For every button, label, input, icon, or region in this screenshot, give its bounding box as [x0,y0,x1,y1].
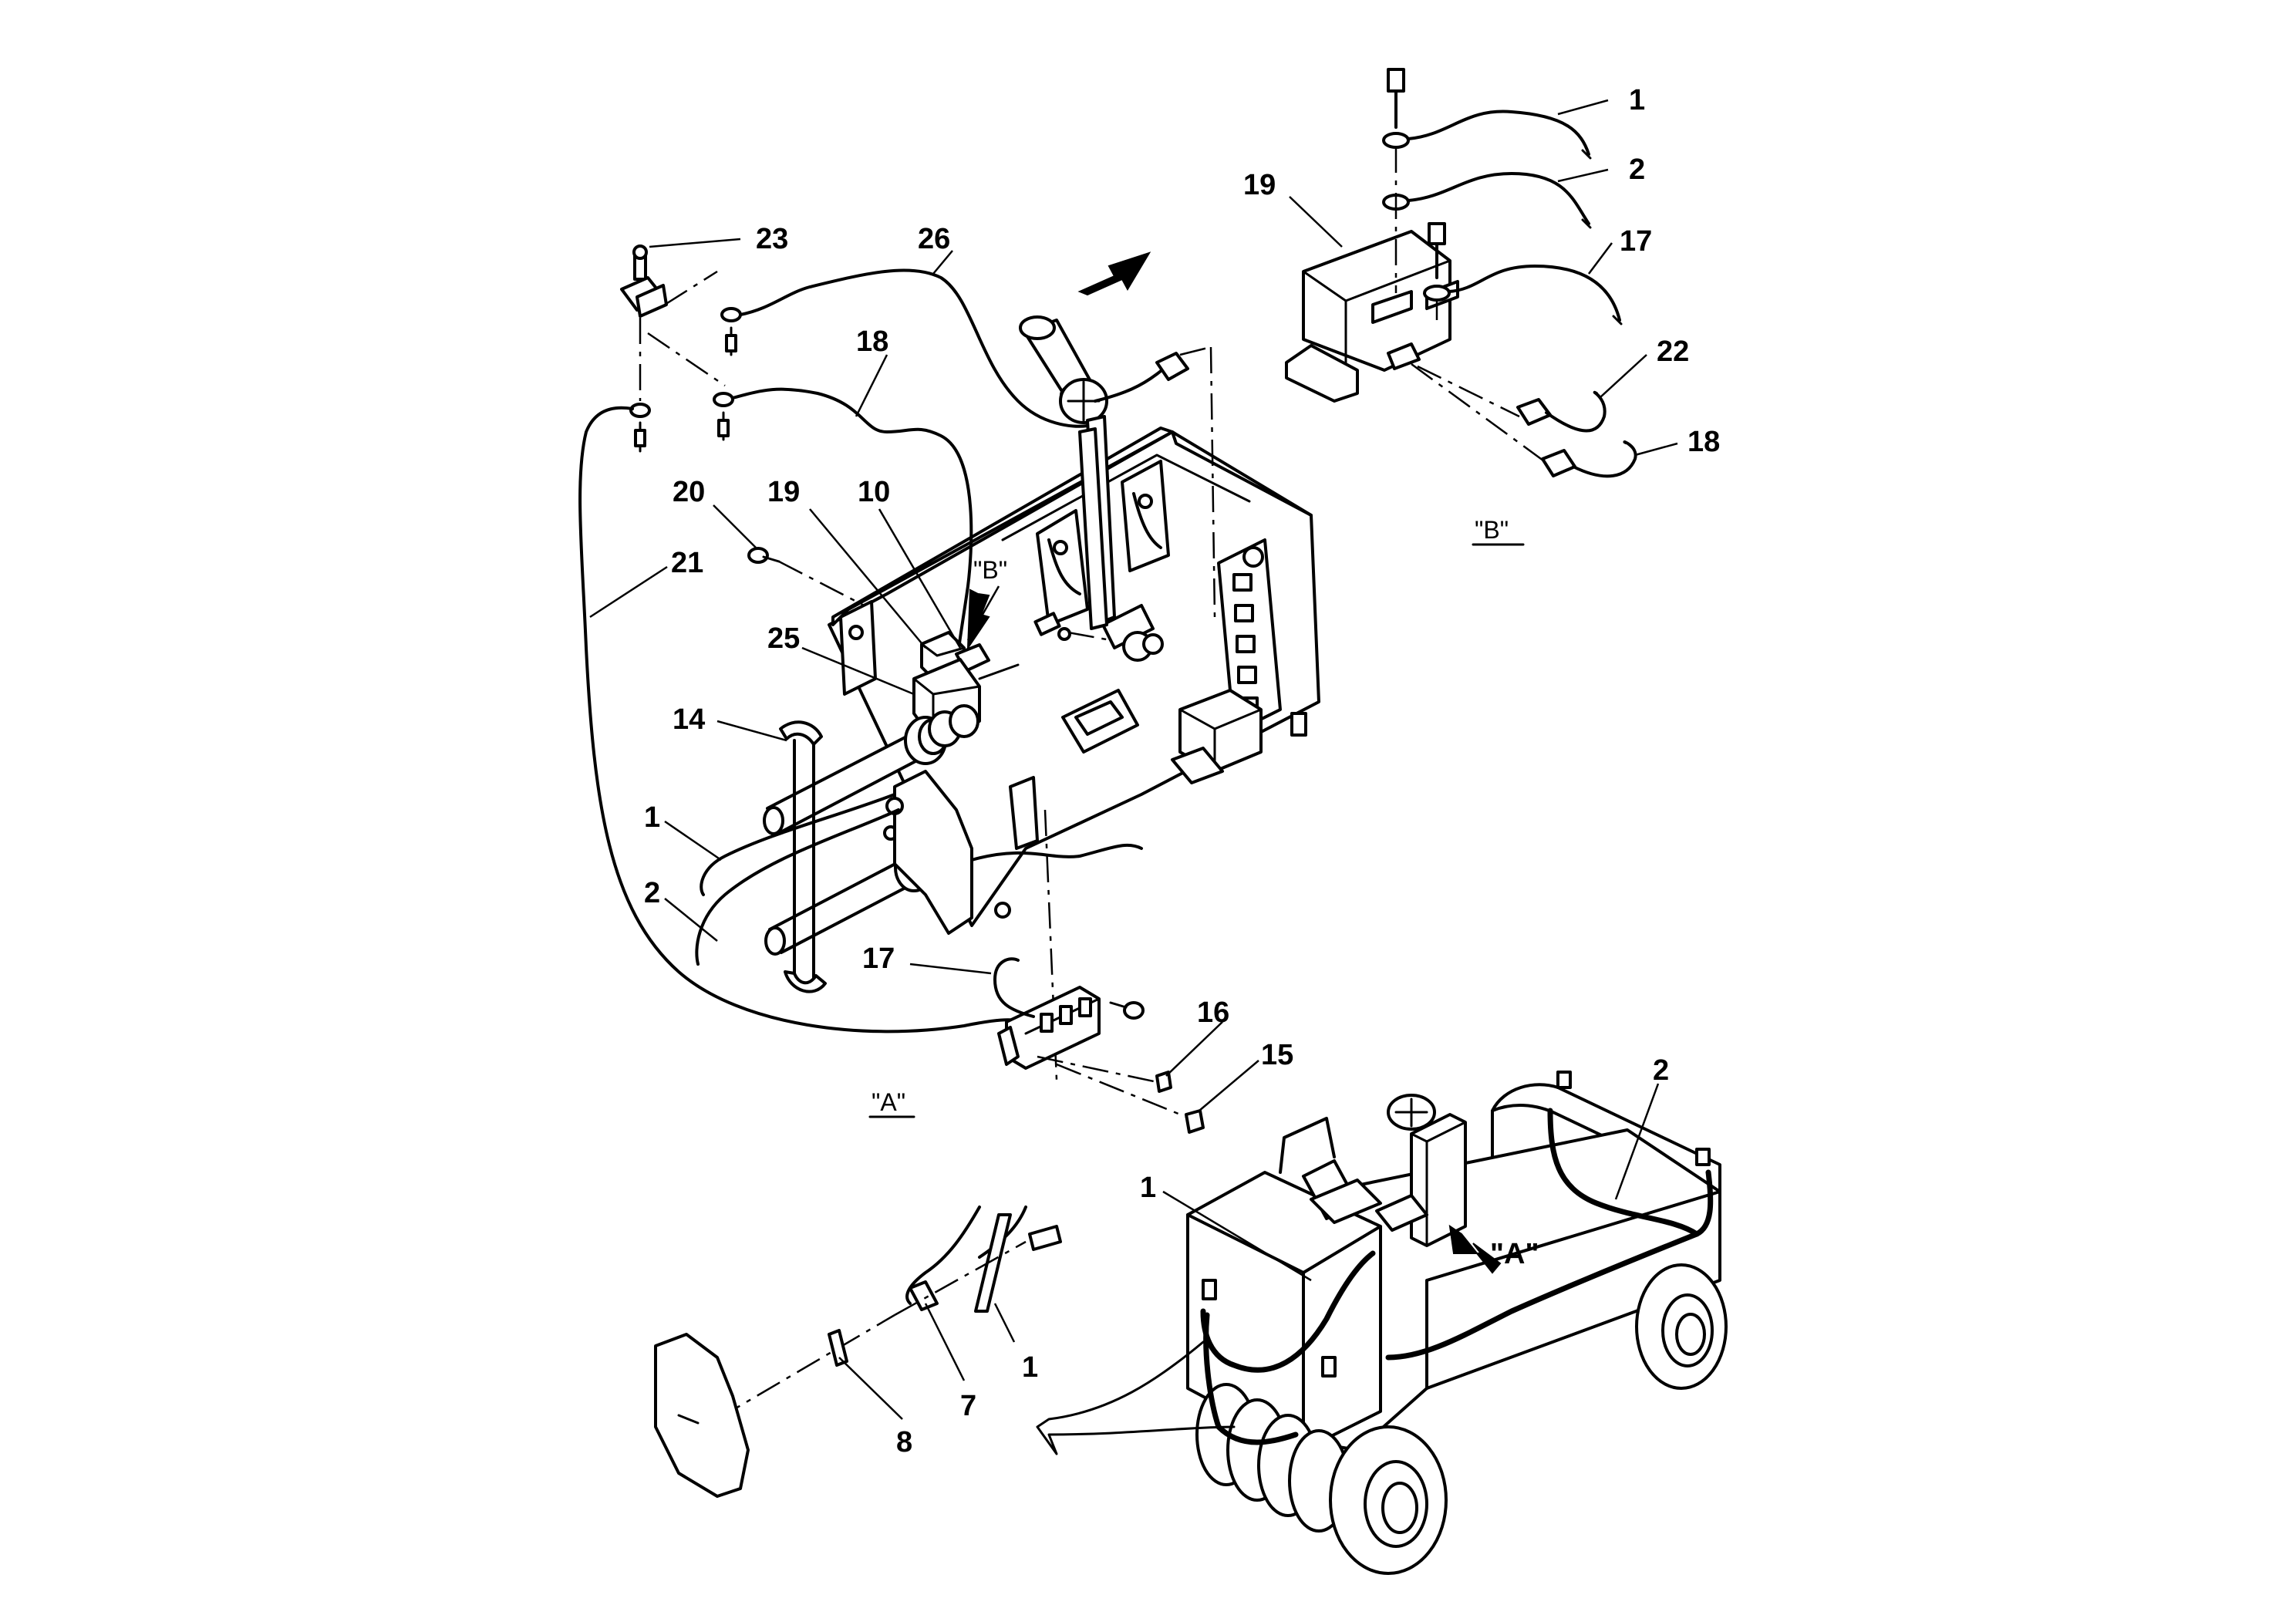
callout-17-b: 17 [1620,225,1652,258]
callout-17-a: 17 [862,943,895,975]
view-labels: "B" "A" "B" "A" [868,516,1539,1270]
callout-2-a: 2 [644,877,660,909]
callout-2-b: 2 [1629,153,1645,186]
handle-shaft-upper [763,704,979,835]
view-label-a: "A" [872,1088,905,1116]
clamp-14 [779,720,827,993]
wire-17-b [1448,265,1621,322]
bolt-1 [1382,68,1410,293]
harness-callout-arrow [1036,1340,1236,1455]
wire-18-a [731,387,973,696]
fuse-holder [1061,689,1139,754]
relay-box [1285,230,1459,403]
callout-26: 26 [918,223,950,255]
connector-18-b [1541,449,1576,477]
pin-16 [1155,1071,1172,1093]
direction-arrow [1077,251,1151,296]
tie-7 [909,1280,939,1311]
callout-7: 7 [960,1390,976,1422]
view-a-arrow [1448,1224,1502,1274]
wire-17-a [993,957,1035,1018]
toggle-switch-23 [620,244,668,318]
callout-15: 15 [1261,1039,1293,1071]
panel-relay [1171,689,1263,784]
wire-2-a [695,808,900,966]
callout-23: 23 [756,223,788,255]
rear-tire [1635,1263,1728,1390]
view-label-b: "B" [1475,516,1509,544]
callout-22: 22 [1657,336,1689,368]
mount-bracket [839,600,877,696]
callout-19-a: 19 [767,476,800,508]
wire-21 [578,406,1027,1034]
callout-25: 25 [767,622,800,655]
callout-18-a: 18 [856,325,888,358]
callout-20: 20 [673,476,705,508]
cover-part [654,1333,750,1498]
gear-plate [893,770,973,935]
callout-1-m: 1 [1140,1172,1156,1204]
callout-18-b: 18 [1687,426,1720,458]
callout-21: 21 [671,547,703,579]
connector-block-17 [997,986,1101,1070]
potentiometer [1101,604,1164,662]
callout-14: 14 [673,703,705,736]
leader-lines [589,99,1678,1420]
lever-connector [1155,352,1189,381]
view-b-pointer-label: "B" [973,556,1007,584]
pin-15 [1185,1109,1205,1134]
screw-20 [747,547,781,564]
view-a-pointer-label: "A" [1490,1238,1539,1270]
harness-detail [654,1206,1062,1498]
wire-1-b [1407,110,1590,156]
callout-1-b: 1 [1629,84,1645,116]
callout-1-c: 1 [1022,1351,1038,1384]
control-lever [1019,315,1116,630]
view-b-pointer [966,588,990,651]
wire-2-b [1407,172,1590,225]
wire-1-a [700,793,896,896]
callout-16: 16 [1197,996,1229,1029]
callout-numbers: 1 2 19 17 22 18 23 26 18 20 19 10 21 25 … [644,84,1720,1458]
callout-2-m: 2 [1653,1054,1669,1087]
wire-26 [739,268,1089,428]
pneumatic-roller-machine [1036,1071,1728,1575]
detail-view-b [1285,68,1637,478]
callout-10: 10 [858,476,890,508]
callout-8: 8 [896,1426,912,1458]
clip-8 [828,1329,848,1367]
callout-19-b: 19 [1243,169,1276,201]
callout-1-a: 1 [644,801,660,834]
bolt-2 [1423,222,1451,320]
